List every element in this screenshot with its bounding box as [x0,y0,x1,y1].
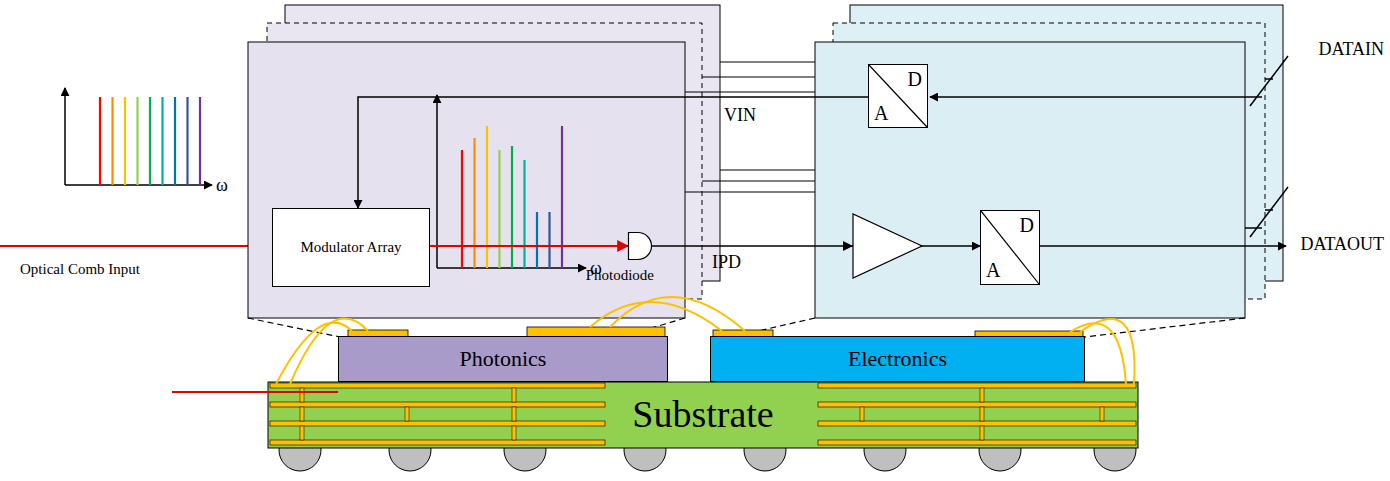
bond-wires [276,297,1135,384]
modulator-array-box: Modulator Array [272,208,430,287]
node-label: Modulator Array [300,239,401,256]
photonics-panel [248,42,685,318]
signal-name: DATAOUT [1300,235,1384,255]
axis-omega: ω [216,176,228,196]
zoom-lines [248,318,1245,337]
substrate: Substrate [268,382,1138,448]
optical-input-line [0,245,270,247]
node-label: Electronics [848,347,947,371]
signal-name: DATAIN [1318,40,1384,60]
converter-letter: D [1020,214,1034,236]
converter-letter: A [986,259,1000,281]
signal-name: VIN [724,106,756,126]
signal-wire [358,97,868,208]
signal-name: IPD [712,253,741,273]
photonics-chip: Photonics [338,336,668,382]
axis-omega: ω [590,259,602,279]
electronics-panel [815,42,1245,318]
signal-wire [652,245,980,247]
photodiode-outline [628,232,652,260]
input-label: Optical Comb Input [20,261,140,278]
substrate-layers [270,383,1136,445]
converter-letter: A [874,102,888,124]
modulated-spectrum [437,95,586,268]
optical-waveguide [430,245,628,247]
data-out-bus [1040,187,1288,246]
adc-box: DA [980,210,1040,285]
node-label: Substrate [632,394,773,436]
interconnect-wires [685,62,815,192]
dac-box: DA [868,64,928,128]
electronics-chip: Electronics [710,336,1085,382]
data-in-bus [930,56,1288,106]
amplifier-symbol [853,214,922,278]
amplifier-input-arrow [843,241,853,251]
converter-letter: D [908,68,922,90]
comb-graph [65,88,212,185]
photodiode-symbol: Photodiode [628,232,652,260]
node-label: Photonics [460,347,547,371]
optical-fiber [172,391,338,393]
substrate-body [268,382,1138,448]
